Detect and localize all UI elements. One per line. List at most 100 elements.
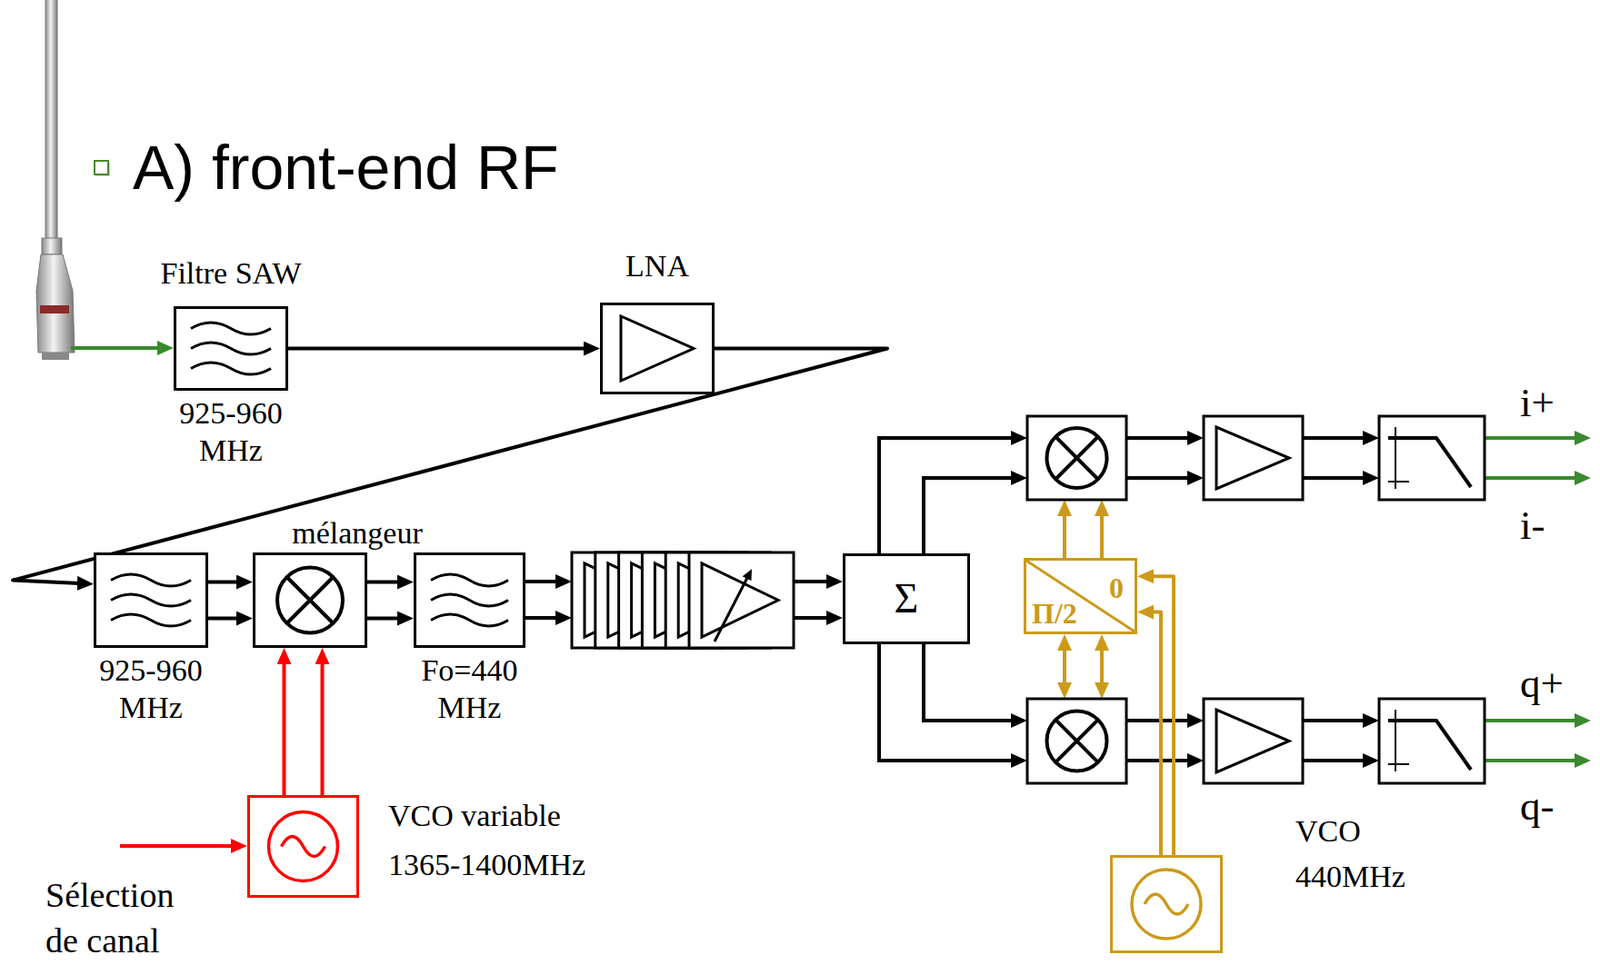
- amplifier-chain: [571, 552, 794, 649]
- filter-wave: [110, 594, 191, 607]
- sine-wave: [281, 837, 326, 858]
- filter-wave: [190, 362, 271, 375]
- mixer-box: mélangeur: [252, 552, 368, 649]
- signal-wires: [525, 616, 563, 620]
- output-wires: [1484, 719, 1582, 723]
- output-wires: [1484, 438, 1582, 761]
- filter-wave: [110, 614, 191, 627]
- baseband-amplifier: [1216, 710, 1290, 773]
- lna-box: LNA: [600, 302, 715, 395]
- baseband-amplifier: [1216, 427, 1290, 490]
- slide-title: A) front-end RF: [132, 136, 560, 199]
- node-label: LNA: [625, 248, 690, 286]
- channel-select-wire: [120, 844, 239, 849]
- connector-line: [1146, 576, 1174, 856]
- quadrature-lo-wires: [1062, 643, 1067, 690]
- signal-connector: [284, 657, 323, 796]
- antenna-illustration: [36, 0, 75, 360]
- node-label: Σ: [845, 576, 968, 623]
- iq-mixer: [1055, 437, 1099, 480]
- signal-connector: [367, 582, 405, 620]
- signal-wires: [1302, 436, 1370, 440]
- filter-symbol: [176, 309, 286, 389]
- signal-name: q-: [1520, 783, 1555, 830]
- connector-line: [1146, 612, 1161, 856]
- sine-wave: [1144, 894, 1189, 915]
- baseband-amplifier: [1203, 416, 1303, 784]
- connector-line: [367, 617, 405, 621]
- connector-line: [208, 580, 244, 585]
- vco-symbol: [1112, 858, 1220, 951]
- oscillator-circle: [1131, 870, 1201, 940]
- if-filter-box: Fo=440 MHz: [413, 552, 526, 649]
- antenna-illustration: [41, 352, 70, 360]
- signal-wires: [879, 644, 1019, 761]
- node-label: Π/2: [1031, 599, 1078, 629]
- iq-mixer: [1047, 428, 1108, 489]
- connector-line: [320, 657, 325, 796]
- output-wires: [1484, 476, 1582, 480]
- antenna-illustration: [41, 238, 62, 255]
- title-bullet: [94, 160, 109, 175]
- node-label: 0: [1109, 573, 1124, 603]
- title-bullet: [94, 160, 110, 177]
- signal-connector: [288, 348, 591, 350]
- low-pass-filter: [1388, 720, 1471, 770]
- summer-box: Σ: [842, 553, 970, 645]
- amplifier-chain: [689, 552, 794, 649]
- iq-mixer: [1055, 720, 1099, 763]
- oscillator-circle: [269, 812, 339, 882]
- filter-wave: [430, 594, 509, 607]
- connector-line: [12, 349, 888, 585]
- low-pass-filter: [1379, 416, 1485, 500]
- channel-select-wire: [120, 844, 239, 849]
- amplifier-triangle: [620, 316, 694, 381]
- node-label: Filtre SAW: [160, 255, 302, 293]
- signal-wires: [793, 580, 834, 584]
- connector-line: [367, 580, 405, 585]
- signal-wires: [1302, 719, 1370, 723]
- signal-wires: [793, 616, 834, 620]
- amplifier-chain: [714, 574, 750, 642]
- output-wires: [1484, 759, 1582, 763]
- baseband-amplifier: [1203, 416, 1303, 500]
- filter-symbol: [96, 555, 206, 646]
- low-pass-filter: [1388, 438, 1471, 488]
- filter-symbol: [416, 555, 523, 646]
- signal-wires: [1302, 759, 1370, 763]
- filter-wave: [430, 614, 509, 627]
- signal-wires: [1126, 436, 1195, 440]
- quadrature-lo-wires: [1100, 509, 1104, 559]
- signal-name: i-: [1520, 502, 1546, 549]
- phase-splitter-box: 0Π/2: [1023, 558, 1138, 635]
- connector-line: [282, 657, 287, 796]
- iq-mixer: [1027, 416, 1127, 500]
- filter-wave: [110, 574, 191, 587]
- vco-box: VCO variable 1365-1400MHz: [247, 795, 360, 899]
- antenna-illustration: [45, 0, 58, 242]
- amplifier-chain: [701, 563, 779, 638]
- quadrature-lo-wires: [1100, 643, 1104, 690]
- node-label: mélangeur: [291, 516, 423, 550]
- signal-connector: [1146, 576, 1174, 856]
- antenna-illustration: [40, 305, 70, 314]
- control-label: Sélection de canal: [45, 872, 196, 964]
- signal-connector: [12, 349, 888, 585]
- signal-name: q+: [1520, 660, 1564, 707]
- signal-wires: [525, 580, 563, 584]
- amp-symbol: [602, 305, 712, 392]
- mixer-symbol: [255, 555, 365, 646]
- node-label: VCO variable 1365-1400MHz: [388, 791, 607, 890]
- node-label: 925-960 MHz: [165, 395, 297, 470]
- signal-wires: [1126, 476, 1195, 480]
- signal-wires: [923, 478, 1019, 554]
- iq-mixer: [1047, 711, 1108, 772]
- signal-name: i+: [1520, 380, 1555, 426]
- quadrature-lo-wires: [1062, 509, 1067, 559]
- filter-wave: [190, 322, 271, 335]
- filter-wave: [430, 574, 509, 587]
- connector-line: [288, 347, 591, 351]
- vco-box: VCO 440MHz: [1110, 855, 1223, 954]
- iq-mixer: [1027, 416, 1127, 784]
- vco-symbol: [250, 798, 357, 896]
